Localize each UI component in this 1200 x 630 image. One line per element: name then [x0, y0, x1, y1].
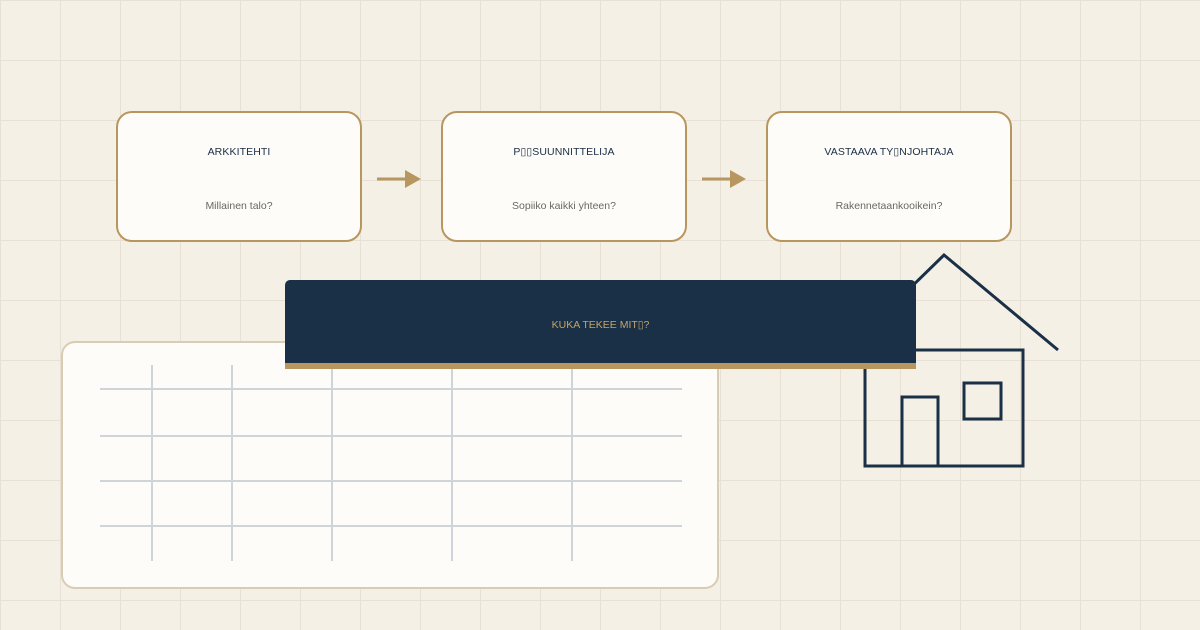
- role-question: Millainen talo?: [205, 200, 273, 212]
- empty-table-grid: [100, 365, 682, 561]
- role-title: ARKKITEHTI: [207, 146, 271, 158]
- arrow-right-icon: [377, 170, 421, 188]
- role-card-site-manager: VASTAAVA TY▯NJOHTAJA Rakennetaankooikein…: [766, 111, 1012, 242]
- role-card-chief-designer: P▯▯SUUNNITTELIJA Sopiiko kaikki yhteen?: [441, 111, 687, 242]
- role-question: Sopiiko kaikki yhteen?: [512, 200, 616, 212]
- arrow-right-icon: [702, 170, 746, 188]
- role-title: P▯▯SUUNNITTELIJA: [513, 146, 615, 158]
- role-card-architect: ARKKITEHTI Millainen talo?: [116, 111, 362, 242]
- table-panel: [61, 341, 719, 589]
- banner-accent-bar: [285, 363, 916, 369]
- banner-title: KUKA TEKEE MIT▯?: [551, 319, 650, 331]
- role-question: Rakennetaankooikein?: [835, 200, 943, 212]
- banner: KUKA TEKEE MIT▯?: [285, 280, 916, 363]
- role-title: VASTAAVA TY▯NJOHTAJA: [824, 146, 954, 158]
